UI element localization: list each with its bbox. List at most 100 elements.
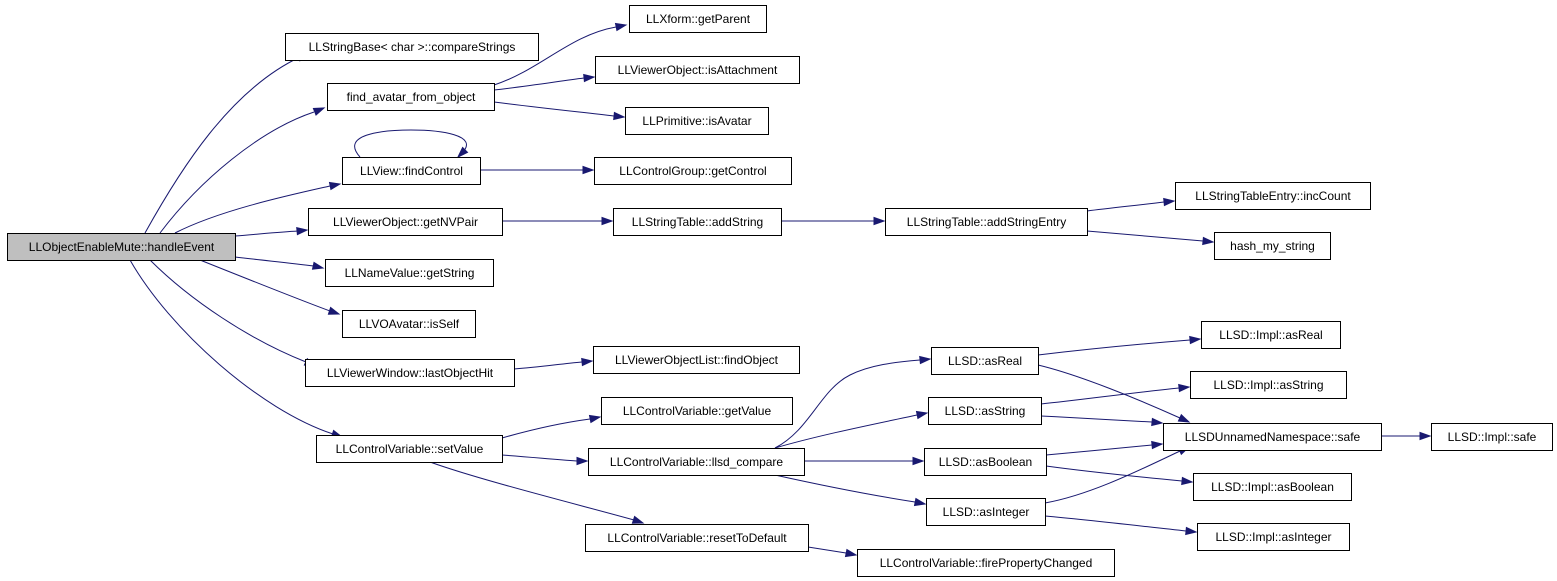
arrowhead (581, 357, 594, 367)
node-label: LLControlVariable::resetToDefault (607, 531, 787, 545)
node-findObject[interactable]: LLViewerObjectList::findObject (593, 346, 800, 374)
node-llsd_compare[interactable]: LLControlVariable::llsd_compare (588, 448, 805, 476)
node-asReal[interactable]: LLSD::asReal (931, 347, 1039, 375)
node-lastObjectHit[interactable]: LLViewerWindow::lastObjectHit (305, 359, 515, 387)
arrowhead (1151, 440, 1164, 450)
arrowhead (327, 306, 341, 315)
node-box[interactable] (857, 549, 1115, 577)
node-unnamedSafe[interactable]: LLSDUnnamedNamespace::safe (1163, 423, 1382, 451)
node-label: LLControlVariable::firePropertyChanged (880, 556, 1093, 570)
edge-lastObjectHit-to-findObject (513, 357, 594, 370)
node-box[interactable] (316, 435, 503, 463)
node-setValue[interactable]: LLControlVariable::setValue (316, 435, 503, 463)
node-compareStrings[interactable]: LLStringBase< char >::compareStrings (285, 33, 539, 61)
node-label: LLSDUnnamedNamespace::safe (1185, 430, 1361, 444)
node-box[interactable] (1431, 423, 1553, 451)
node-hash_my_string[interactable]: hash_my_string (1214, 232, 1331, 260)
node-box[interactable] (1201, 321, 1341, 349)
node-isAttachment[interactable]: LLViewerObject::isAttachment (595, 56, 800, 84)
node-getParent[interactable]: LLXform::getParent (629, 5, 767, 33)
node-box[interactable] (928, 397, 1042, 425)
node-firePropertyChanged[interactable]: LLControlVariable::firePropertyChanged (857, 549, 1115, 577)
arrowhead (912, 456, 925, 466)
node-box[interactable] (926, 498, 1046, 526)
edge-root-to-lastObjectHit (149, 259, 317, 367)
node-implAsReal[interactable]: LLSD::Impl::asReal (1201, 321, 1341, 349)
node-getString[interactable]: LLNameValue::getString (325, 259, 494, 287)
node-box[interactable] (613, 208, 782, 236)
node-implAsString[interactable]: LLSD::Impl::asString (1190, 371, 1347, 399)
arrowhead (576, 456, 589, 466)
node-label: LLPrimitive::isAvatar (642, 114, 751, 128)
node-implAsInteger[interactable]: LLSD::Impl::asInteger (1197, 523, 1350, 551)
node-implAsBoolean[interactable]: LLSD::Impl::asBoolean (1193, 473, 1352, 501)
node-box[interactable] (593, 346, 800, 374)
edge-findControl-to-getControl (480, 165, 595, 175)
nodes-layer: LLObjectEnableMute::handleEvent LLStringB… (7, 5, 1553, 577)
node-box[interactable] (625, 107, 769, 135)
node-root[interactable]: LLObjectEnableMute::handleEvent (7, 233, 236, 261)
node-addStringEntry[interactable]: LLStringTable::addStringEntry (885, 208, 1088, 236)
edge-addStringEntry-to-incCount (1086, 197, 1176, 212)
arrowhead (583, 73, 596, 83)
node-box[interactable] (1190, 371, 1347, 399)
node-label: LLVOAvatar::isSelf (359, 317, 460, 331)
node-findControl[interactable]: LLView::findControl (342, 157, 481, 185)
node-box[interactable] (7, 233, 236, 261)
node-box[interactable] (342, 310, 476, 338)
node-getNVPair[interactable]: LLViewerObject::getNVPair (308, 208, 503, 236)
node-box[interactable] (327, 83, 495, 111)
node-label: LLSD::Impl::asReal (1219, 328, 1322, 342)
node-box[interactable] (1214, 232, 1331, 260)
node-label: LLSD::asInteger (943, 505, 1030, 519)
edge-line (234, 230, 299, 237)
node-resetToDefault[interactable]: LLControlVariable::resetToDefault (585, 524, 809, 552)
node-isAvatar[interactable]: LLPrimitive::isAvatar (625, 107, 769, 135)
edge-asBoolean-to-implAsBoolean (1045, 465, 1194, 486)
arrowhead (1202, 236, 1215, 246)
edge-setValue-to-resetToDefault (429, 461, 645, 524)
node-asBoolean[interactable]: LLSD::asBoolean (924, 448, 1047, 476)
node-box[interactable] (601, 397, 793, 425)
edge-asBoolean-to-unnamedSafe (1045, 440, 1164, 456)
node-box[interactable] (1197, 523, 1350, 551)
node-label: LLViewerObjectList::findObject (615, 353, 779, 367)
edge-line (1044, 450, 1181, 504)
arrowhead (1177, 413, 1191, 423)
node-implSafe[interactable]: LLSD::Impl::safe (1431, 423, 1553, 451)
node-box[interactable] (285, 33, 539, 61)
node-find_avatar[interactable]: find_avatar_from_object (327, 83, 495, 111)
node-box[interactable] (595, 56, 800, 84)
arrowhead (844, 548, 858, 558)
node-getValue[interactable]: LLControlVariable::getValue (601, 397, 793, 425)
node-box[interactable] (885, 208, 1088, 236)
node-box[interactable] (931, 347, 1039, 375)
node-box[interactable] (325, 259, 494, 287)
node-asInteger[interactable]: LLSD::asInteger (926, 498, 1046, 526)
arrowhead (1181, 476, 1194, 486)
node-box[interactable] (924, 448, 1047, 476)
node-box[interactable] (585, 524, 809, 552)
node-box[interactable] (1163, 423, 1382, 451)
node-box[interactable] (308, 208, 503, 236)
node-addString[interactable]: LLStringTable::addString (613, 208, 782, 236)
edge-line (199, 259, 331, 312)
node-box[interactable] (342, 157, 481, 185)
edge-setValue-to-getValue (501, 414, 602, 439)
node-getControl[interactable]: LLControlGroup::getControl (594, 157, 792, 185)
edge-resetToDefault-to-firePropertyChanged (807, 546, 858, 558)
arrowhead (1151, 417, 1164, 427)
node-incCount[interactable]: LLStringTableEntry::incCount (1175, 182, 1371, 210)
node-asString[interactable]: LLSD::asString (928, 397, 1042, 425)
node-label: LLControlVariable::getValue (623, 404, 772, 418)
node-box[interactable] (1175, 182, 1371, 210)
edge-line (1037, 339, 1191, 356)
node-box[interactable] (1193, 473, 1352, 501)
node-label: LLNameValue::getString (345, 266, 475, 280)
node-box[interactable] (629, 5, 767, 33)
node-isSelf[interactable]: LLVOAvatar::isSelf (342, 310, 476, 338)
node-box[interactable] (594, 157, 792, 185)
node-box[interactable] (588, 448, 805, 476)
node-box[interactable] (305, 359, 515, 387)
